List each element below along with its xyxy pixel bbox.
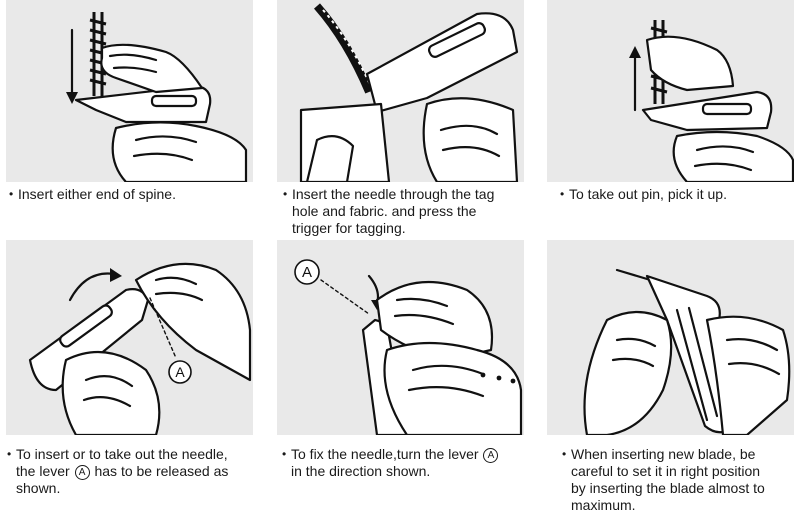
caption-line: When inserting new blade, be: [571, 446, 756, 462]
bullet-marker: •: [283, 187, 288, 201]
fix-needle-drawing: A: [294, 259, 523, 435]
caption-line: To insert or to take out the needle,: [16, 446, 228, 462]
caption-line: in the direction shown.: [291, 463, 431, 479]
caption-line: careful to set it in right position: [571, 463, 761, 479]
caption-line: To take out pin, pick it up.: [569, 186, 727, 202]
lever-callout: A: [294, 259, 320, 285]
caption-fragment: has to be released as: [94, 463, 229, 479]
illustration-take-out-pin: [547, 0, 794, 182]
bullet-marker: •: [562, 447, 567, 461]
insert-blade-drawing: [583, 268, 791, 435]
bullet-marker: •: [9, 187, 14, 201]
caption-fragment: To fix the needle,turn the lever: [291, 446, 479, 462]
caption-release-lever: • To insert or to take out the needle, t…: [7, 446, 252, 497]
lever-label: A: [175, 364, 185, 380]
lever-a-symbol: A: [483, 448, 499, 463]
caption-line: Insert either end of spine.: [18, 186, 176, 202]
caption-line-lever: To fix the needle,turn the lever A: [291, 446, 523, 463]
caption-line: Insert the needle through the tag: [292, 186, 495, 202]
spine-strip: [314, 3, 376, 97]
caption-line-lever: the lever A has to be released as: [16, 463, 252, 480]
caption-insert-spine: • Insert either end of spine.: [9, 186, 248, 203]
lever-a-symbol: A: [74, 465, 90, 480]
illustration-insert-spine: [6, 0, 253, 182]
caption-line: trigger for tagging.: [292, 220, 406, 236]
insert-needle-drawing: [299, 3, 519, 182]
illustration-insert-blade: [547, 240, 794, 435]
illustration-insert-needle: [277, 0, 524, 182]
caption-fragment: the lever: [16, 463, 70, 479]
caption-line: by inserting the blade almost to: [571, 480, 765, 496]
spine-strip: [89, 12, 107, 96]
caption-line: shown.: [16, 480, 61, 496]
lever-callout: A: [168, 360, 192, 384]
illustration-release-lever: A: [6, 240, 253, 435]
caption-insert-blade: • When inserting new blade, be careful t…: [562, 446, 793, 514]
bullet-marker: •: [7, 447, 12, 461]
take-out-pin-drawing: [629, 20, 794, 182]
bullet-marker: •: [282, 447, 287, 461]
caption-fix-needle: • To fix the needle,turn the lever A in …: [282, 446, 523, 480]
illustration-fix-needle: A: [277, 240, 524, 435]
bullet-marker: •: [560, 187, 565, 201]
caption-line: hole and fabric. and press the: [292, 203, 477, 219]
lever-label: A: [302, 264, 312, 281]
caption-take-out-pin: • To take out pin, pick it up.: [560, 186, 793, 203]
caption-line: maximum.: [571, 497, 636, 513]
caption-insert-needle: • Insert the needle through the tag hole…: [283, 186, 524, 237]
insert-spine-drawing: [66, 12, 248, 182]
release-lever-drawing: A: [28, 262, 252, 435]
